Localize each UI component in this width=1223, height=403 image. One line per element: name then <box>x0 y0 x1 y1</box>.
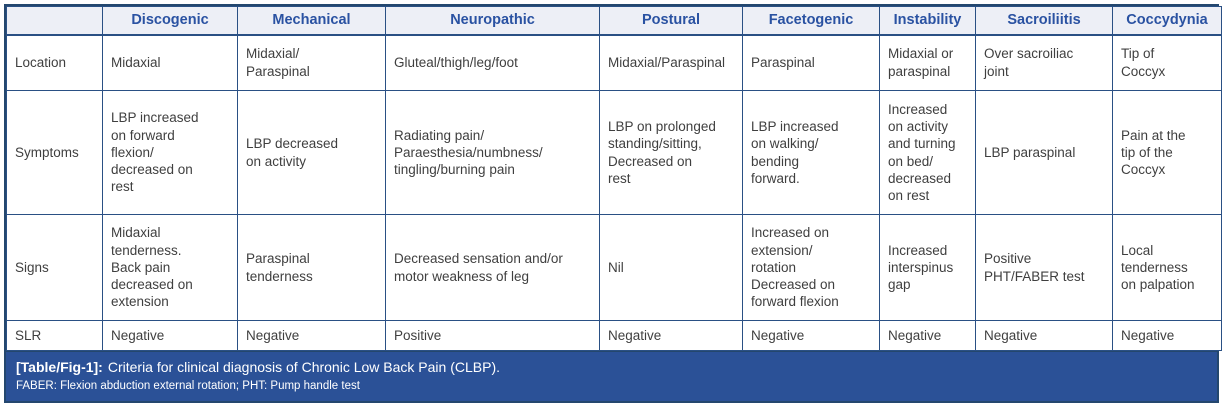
cell-symptoms-neuropathic: Radiating pain/ Paraesthesia/numbness/ t… <box>385 90 600 215</box>
table-row-location: Location Midaxial Midaxial/ Paraspinal G… <box>6 34 1222 91</box>
cell-symptoms-facetogenic: LBP increased on walking/ bending forwar… <box>742 90 880 215</box>
cell-symptoms-postural: LBP on prolonged standing/sitting, Decre… <box>599 90 743 215</box>
cell-location-sacroiliitis: Over sacroiliac joint <box>975 34 1113 91</box>
cell-slr-neuropathic: Positive <box>385 320 600 351</box>
col-header-blank <box>6 6 103 36</box>
col-header-instability: Instability <box>879 6 976 36</box>
col-header-postural: Postural <box>599 6 743 36</box>
table-figure: Discogenic Mechanical Neuropathic Postur… <box>4 4 1222 403</box>
row-label-symptoms: Symptoms <box>6 90 103 215</box>
cell-signs-sacroiliitis: Positive PHT/FABER test <box>975 214 1113 321</box>
cell-location-instability: Midaxial or paraspinal <box>879 34 976 91</box>
figure-caption-bar: [Table/Fig-1]:Criteria for clinical diag… <box>6 351 1217 402</box>
cell-location-postural: Midaxial/Paraspinal <box>599 34 743 91</box>
figure-caption-title: Criteria for clinical diagnosis of Chron… <box>107 359 501 375</box>
cell-signs-postural: Nil <box>599 214 743 321</box>
cell-signs-neuropathic: Decreased sensation and/or motor weaknes… <box>385 214 600 321</box>
cell-location-neuropathic: Gluteal/thigh/leg/foot <box>385 34 600 91</box>
cell-symptoms-discogenic: LBP increased on forward flexion/ decrea… <box>102 90 238 215</box>
row-label-signs: Signs <box>6 214 103 321</box>
col-header-coccydynia: Coccydynia <box>1112 6 1222 36</box>
cell-slr-facetogenic: Negative <box>742 320 880 351</box>
table-row-signs: Signs Midaxial tenderness. Back pain dec… <box>6 214 1222 321</box>
cell-location-discogenic: Midaxial <box>102 34 238 91</box>
table-row-slr: SLR Negative Negative Positive Negative … <box>6 320 1222 351</box>
clbp-diagnosis-table: Discogenic Mechanical Neuropathic Postur… <box>6 6 1222 351</box>
col-header-facetogenic: Facetogenic <box>742 6 880 36</box>
cell-location-mechanical: Midaxial/ Paraspinal <box>237 34 386 91</box>
cell-signs-instability: Increased interspinus gap <box>879 214 976 321</box>
col-header-sacroiliitis: Sacroiliitis <box>975 6 1113 36</box>
col-header-neuropathic: Neuropathic <box>385 6 600 36</box>
col-header-mechanical: Mechanical <box>237 6 386 36</box>
cell-symptoms-mechanical: LBP decreased on activity <box>237 90 386 215</box>
cell-slr-postural: Negative <box>599 320 743 351</box>
cell-slr-coccydynia: Negative <box>1112 320 1222 351</box>
table-header-row: Discogenic Mechanical Neuropathic Postur… <box>6 6 1222 36</box>
table-row-symptoms: Symptoms LBP increased on forward flexio… <box>6 90 1222 215</box>
cell-slr-sacroiliitis: Negative <box>975 320 1113 351</box>
cell-signs-facetogenic: Increased on extension/ rotation Decreas… <box>742 214 880 321</box>
cell-symptoms-coccydynia: Pain at the tip of the Coccyx <box>1112 90 1222 215</box>
cell-symptoms-sacroiliitis: LBP paraspinal <box>975 90 1113 215</box>
cell-slr-mechanical: Negative <box>237 320 386 351</box>
figure-caption: [Table/Fig-1]:Criteria for clinical diag… <box>16 359 1207 377</box>
col-header-discogenic: Discogenic <box>102 6 238 36</box>
cell-location-coccydynia: Tip of Coccyx <box>1112 34 1222 91</box>
figure-caption-tag: [Table/Fig-1]: <box>16 359 103 375</box>
cell-symptoms-instability: Increased on activity and turning on bed… <box>879 90 976 215</box>
cell-signs-coccydynia: Local tenderness on palpation <box>1112 214 1222 321</box>
cell-signs-discogenic: Midaxial tenderness. Back pain decreased… <box>102 214 238 321</box>
cell-slr-instability: Negative <box>879 320 976 351</box>
cell-location-facetogenic: Paraspinal <box>742 34 880 91</box>
cell-slr-discogenic: Negative <box>102 320 238 351</box>
figure-caption-footnote: FABER: Flexion abduction external rotati… <box>16 379 360 392</box>
row-label-slr: SLR <box>6 320 103 351</box>
cell-signs-mechanical: Paraspinal tenderness <box>237 214 386 321</box>
row-label-location: Location <box>6 34 103 91</box>
